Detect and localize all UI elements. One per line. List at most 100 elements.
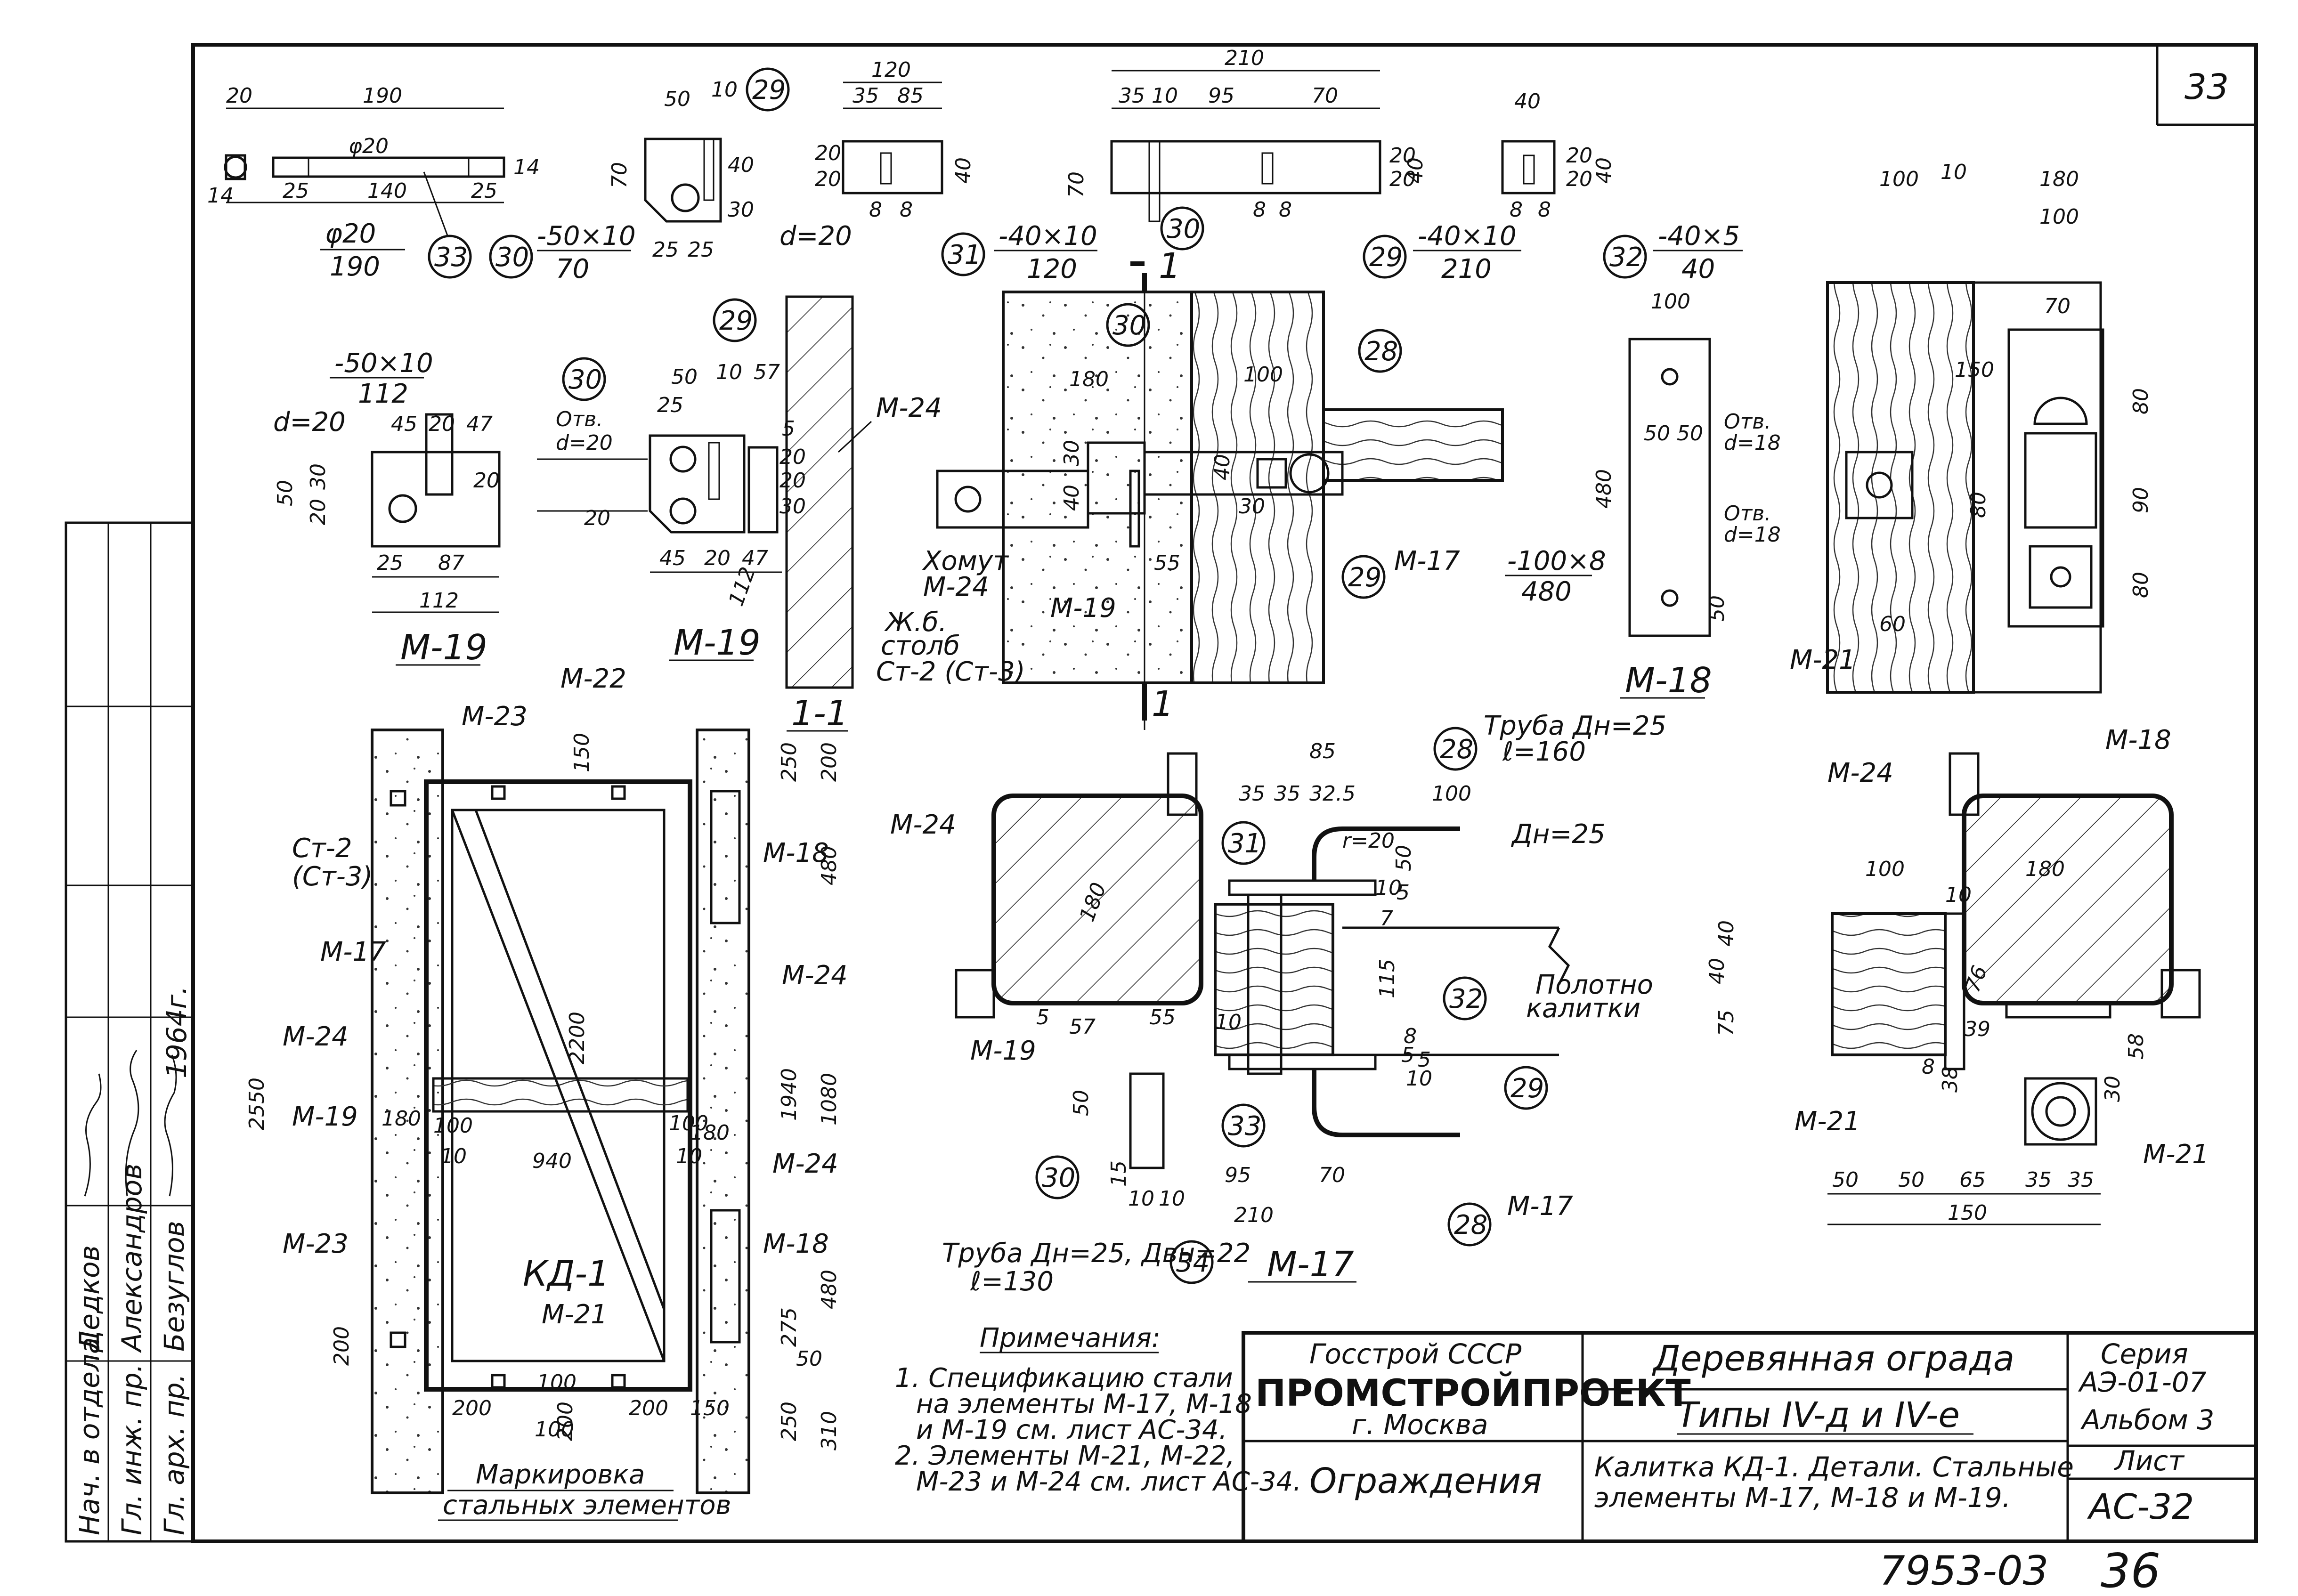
dim: 5 <box>1397 881 1410 905</box>
dim: 20 <box>226 84 252 108</box>
label-m19: М-19 <box>292 1102 358 1132</box>
note-line-1: 1. Спецификацию стали <box>895 1363 1233 1393</box>
label-zb: Ж.б. <box>884 607 947 638</box>
label-m21: М-21 <box>2143 1139 2209 1170</box>
dim: 10 <box>711 78 738 102</box>
callout-29: 29 <box>1510 1073 1544 1104</box>
dim: 8 <box>1922 1055 1935 1079</box>
callout-29: 29 <box>719 306 753 336</box>
dim: 10 <box>1152 84 1178 108</box>
dim: 940 <box>532 1149 572 1173</box>
dim: 1940 <box>777 1068 801 1121</box>
dim: 8 <box>900 198 913 222</box>
album: Альбом 3 <box>2080 1404 2214 1436</box>
dim: 40 <box>728 153 754 177</box>
dim: 50 <box>671 365 698 389</box>
callout-33: 33 <box>434 242 468 273</box>
dim: 35 <box>2068 1168 2094 1192</box>
callout-28: 28 <box>1364 336 1398 367</box>
title-line-2: Типы IV-д и IV-е <box>1677 1395 1960 1435</box>
callout-30: 30 <box>568 365 602 395</box>
dim: 25 <box>652 238 679 262</box>
dim: 38 <box>1938 1066 1962 1093</box>
part-spec: 210 <box>1441 254 1492 284</box>
dim: 200 <box>452 1396 492 1420</box>
dim: 480 <box>817 846 841 885</box>
part-spec: -50×10 <box>334 348 433 379</box>
dim: 200 <box>817 742 841 782</box>
hinge-cross-section: М-24 М-21 М-21 100 180 10 40 75 76 39 8 … <box>1705 752 2209 1225</box>
view-title-m19-b: М-19 <box>674 623 761 663</box>
dim: 180 <box>382 1107 421 1131</box>
label-m17: М-17 <box>1507 1191 1573 1222</box>
dim: 190 <box>363 84 402 108</box>
dim: 70 <box>1319 1163 1345 1187</box>
title-block: Госстрой СССР ПРОМСТРОЙПРОЕКТ г. Москва … <box>1242 1331 2258 1543</box>
org-city: г. Москва <box>1352 1409 1488 1441</box>
dim: 100 <box>1651 290 1690 314</box>
label-m23: М-23 <box>283 1229 349 1259</box>
hole-label: d=20 <box>273 407 346 437</box>
dim: 115 <box>1375 959 1399 998</box>
dim: 40 <box>1705 958 1729 984</box>
marking-title-2: стальных элементов <box>443 1490 731 1521</box>
callout-30: 30 <box>1042 1163 1075 1193</box>
dim: 20 <box>1389 167 1416 191</box>
dim: 20 <box>815 167 841 191</box>
view-title-kd1: КД-1 <box>523 1254 609 1294</box>
dim: 50 <box>1069 1090 1093 1116</box>
dim: 39 <box>1964 1017 1990 1041</box>
gate-elevation-kd1: М-23 М-22 Ст-2 (Ст-3) М-17 М-24 М-19 М-2… <box>245 664 848 1521</box>
dim: 10 <box>1375 876 1402 900</box>
dim: 20 <box>815 141 841 165</box>
dim: 35 <box>853 84 879 108</box>
m17-detail: М-24 М-19 Труба Дн=25 ℓ=160 Дн=25 Полотн… <box>890 711 1666 1297</box>
dim: 50 <box>1644 421 1670 446</box>
dim: 30 <box>728 198 754 222</box>
title-line-1: Деревянная ограда <box>1652 1338 2014 1379</box>
dim: 45 <box>391 412 417 436</box>
part-spec: 112 <box>358 379 408 409</box>
callout-31: 31 <box>948 240 981 270</box>
dim: 10 <box>716 360 742 384</box>
section-1-1: 1 1 30 28 29 М-17 180 100 30 40 40 55 30… <box>787 246 1504 734</box>
dim: 10 <box>1945 883 1972 907</box>
cut-mark-1: 1 <box>1152 684 1174 724</box>
dim: 55 <box>1149 1005 1176 1029</box>
title-line-3: Калитка КД-1. Детали. Стальные <box>1594 1451 2074 1483</box>
label-m21: М-21 <box>1795 1106 1860 1137</box>
label-m24: М-24 <box>890 810 956 840</box>
dim: 50 <box>1705 595 1729 622</box>
dim: 210 <box>1234 1203 1274 1227</box>
dim: 35 <box>1274 782 1300 806</box>
m19-edge-view: 30 29 Отв. d=20 50 10 57 25 5 20 20 30 2… <box>537 298 806 663</box>
dim: 480 <box>1592 469 1616 509</box>
dim: 40 <box>1714 920 1738 947</box>
otv: Отв. <box>1724 502 1771 526</box>
role-1: Нач. в отдела <box>73 1337 106 1535</box>
dim: 95 <box>1225 1163 1251 1187</box>
signature-2 <box>125 1050 139 1197</box>
dim: 80 <box>1966 492 1990 518</box>
dim: 40 <box>1404 157 1428 184</box>
role-3: Гл. арх. пр. <box>158 1374 190 1535</box>
label-st3: (Ст-3) <box>292 861 373 892</box>
dim: 180 <box>1069 367 1109 391</box>
part-spec: -100×8 <box>1507 546 1606 576</box>
dim: 480 <box>817 1270 841 1309</box>
callout-30: 30 <box>495 242 529 273</box>
dim: 250 <box>777 1402 801 1441</box>
dim: 85 <box>1309 739 1336 763</box>
dim: 30 <box>1060 440 1084 466</box>
label-m24: М-24 <box>283 1021 349 1052</box>
note-line-3: и М-19 см. лист АС-34. <box>916 1415 1227 1445</box>
part-spec: -40×10 <box>1418 221 1517 251</box>
dim: 10 <box>1941 160 1967 184</box>
signature-1 <box>84 1073 102 1197</box>
view-title-m17: М-17 <box>1267 1244 1354 1285</box>
dim: 210 <box>1225 46 1264 70</box>
dim: 10 <box>1406 1067 1432 1091</box>
dim: 8 <box>1404 1024 1417 1048</box>
role-2: Гл. инж. пр. <box>116 1364 148 1535</box>
callout-34: 34 <box>1176 1248 1210 1278</box>
